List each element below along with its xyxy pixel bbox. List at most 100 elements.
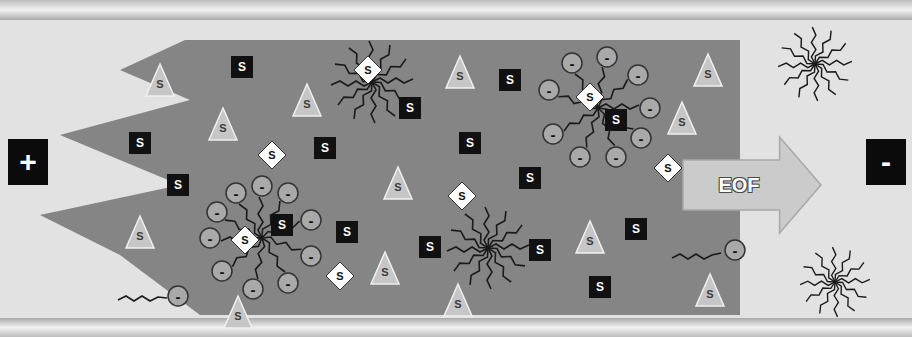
species-label: S	[612, 114, 620, 126]
surfactant-head: -	[300, 209, 322, 231]
diamond-shape	[448, 182, 476, 210]
circle-shape	[597, 47, 617, 67]
circle-shape	[631, 128, 651, 148]
analyte-square: S	[605, 109, 627, 131]
circle-shape	[725, 240, 745, 260]
triangle-shape	[224, 296, 252, 328]
species-label: S	[238, 61, 246, 73]
species-label: -	[260, 179, 265, 194]
analyte-triangle: S	[443, 283, 473, 317]
species-label: -	[639, 131, 644, 146]
species-label: S	[632, 223, 640, 235]
circle-shape	[243, 279, 263, 299]
charged-micelle	[221, 197, 302, 279]
species-label: S	[706, 289, 713, 300]
diamond-shape	[654, 154, 682, 182]
surfactant-head: -	[206, 201, 228, 223]
analyte-triangle: S	[667, 101, 697, 135]
species-label: S	[466, 137, 474, 149]
electrode-terminal: -	[866, 139, 906, 185]
triangle-shape	[668, 102, 696, 134]
species-label: -	[648, 101, 653, 116]
circle-shape	[628, 65, 648, 85]
analyte-diamond: S	[653, 153, 683, 183]
surfactant-head: -	[724, 239, 746, 261]
surfactant-head: -	[627, 64, 649, 86]
circle-shape	[562, 53, 582, 73]
species-label: S	[506, 74, 514, 86]
analyte-square: S	[625, 218, 647, 240]
analyte-square: S	[519, 167, 541, 189]
surfactant-head: -	[569, 146, 591, 168]
analyte-triangle: S	[575, 220, 605, 254]
analyte-diamond: S	[575, 82, 605, 112]
circle-shape	[539, 80, 559, 100]
sample-zone	[40, 40, 740, 315]
analyte-diamond: S	[325, 261, 355, 291]
surfactant-head: -	[199, 227, 221, 249]
surfactant-head: -	[251, 175, 273, 197]
analyte-triangle: S	[223, 295, 253, 329]
surfactant-head: -	[605, 146, 627, 168]
micelle	[447, 207, 529, 289]
species-label: S	[586, 236, 593, 247]
species-label: -	[176, 289, 181, 304]
analyte-square: S	[499, 69, 521, 91]
triangle-shape	[371, 252, 399, 284]
species-label: S	[678, 117, 685, 128]
species-label: S	[536, 244, 544, 256]
circle-shape	[168, 286, 188, 306]
analyte-triangle: S	[125, 215, 155, 249]
analyte-triangle: S	[383, 166, 413, 200]
analyte-triangle: S	[292, 83, 322, 117]
species-label: -	[551, 127, 556, 142]
diamond-shape	[576, 83, 604, 111]
flow-label: EOF	[718, 175, 759, 195]
diamond-shape	[258, 141, 286, 169]
analyte-triangle: S	[370, 251, 400, 285]
species-label: -	[234, 186, 239, 201]
micelle	[800, 247, 870, 317]
surfactant-tail	[672, 253, 721, 259]
species-label: -	[220, 264, 225, 279]
eof-arrow: EOF	[683, 137, 821, 233]
species-label: -	[605, 50, 610, 65]
micelle	[778, 27, 852, 101]
species-label: -	[570, 56, 575, 71]
analyte-square: S	[314, 137, 336, 159]
surfactant-head: -	[630, 127, 652, 149]
species-label: S	[343, 226, 351, 238]
surfactant-head: -	[242, 278, 264, 300]
species-label: S	[364, 65, 371, 76]
surfactant-head: -	[596, 46, 618, 68]
circle-shape	[226, 183, 246, 203]
species-label: S	[704, 69, 711, 80]
circle-shape	[212, 261, 232, 281]
species-label: S	[454, 299, 461, 310]
species-label: -	[251, 282, 256, 297]
analyte-square: S	[459, 132, 481, 154]
species-label: S	[664, 163, 671, 174]
circle-shape	[606, 147, 626, 167]
species-label: S	[526, 172, 534, 184]
species-label: S	[321, 142, 329, 154]
species-label: S	[278, 219, 286, 231]
triangle-shape	[576, 221, 604, 253]
analyte-diamond: S	[230, 225, 260, 255]
polarity-sign: +	[19, 147, 37, 177]
analyte-square: S	[399, 97, 421, 119]
species-label: S	[241, 235, 248, 246]
surfactant-tail	[118, 296, 167, 301]
circle-shape	[278, 273, 298, 293]
circle-shape	[207, 202, 227, 222]
circle-shape	[301, 210, 321, 230]
circle-shape	[640, 98, 660, 118]
species-label: -	[215, 205, 220, 220]
species-label: S	[219, 123, 226, 134]
analyte-square: S	[589, 276, 611, 298]
analyte-square: S	[167, 174, 189, 196]
analyte-triangle: S	[695, 273, 725, 307]
species-label: S	[268, 150, 275, 161]
species-label: -	[614, 150, 619, 165]
species-label: -	[547, 83, 552, 98]
